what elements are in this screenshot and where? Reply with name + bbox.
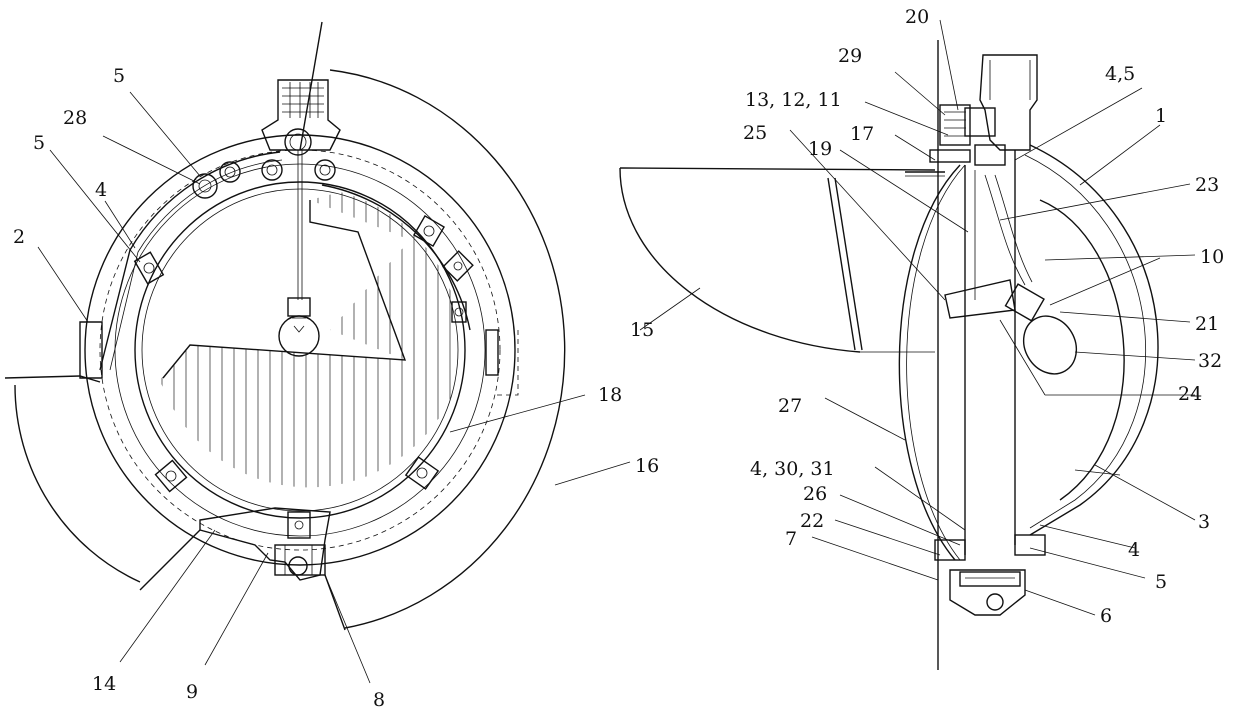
pole-line [299,21,323,151]
lens-profile-left-inner [906,164,966,561]
label-18: 18 [598,384,622,406]
label-19: 19 [808,138,832,160]
label-24: 24 [1178,383,1202,405]
label-2: 2 [13,226,25,248]
label-4: 4 [95,179,107,201]
gasket-strip-inner [109,159,283,371]
label-6: 6 [1100,605,1112,627]
bottom-base [934,534,1046,616]
housing-dashed-ring [99,149,501,551]
label-20: 20 [905,6,929,28]
label-5-top: 5 [113,65,125,87]
label-26: 26 [803,483,827,505]
label-1: 1 [1155,105,1167,127]
label-16: 16 [635,455,659,477]
label-4-5: 4,5 [1105,63,1135,85]
label-15: 15 [630,319,654,341]
bulb-icon [278,297,320,357]
cutaway-outline [162,200,407,379]
lens-ring [134,181,466,519]
housing-inner-ring [114,163,486,537]
label-3: 3 [1198,511,1210,533]
right-view [619,19,1196,670]
outer-reflector-arc [329,69,566,629]
top-hinge-inner [289,133,307,151]
wire-b [994,174,1033,283]
label-25: 25 [743,122,767,144]
bottom-latch [139,507,346,631]
lower-left-arc [14,384,141,583]
label-4-b: 4 [1128,539,1140,561]
lamp-socket [944,279,1045,322]
label-5-left: 5 [33,132,45,154]
left-leaders [37,91,631,684]
top-boss [261,79,341,151]
label-8: 8 [373,689,385,711]
label-29: 29 [838,45,862,67]
left-view [4,21,631,684]
strut-b [834,177,863,351]
strut-a [827,177,856,351]
right-leaders [639,19,1196,616]
label-28: 28 [63,107,87,129]
label-7: 7 [785,528,797,550]
label-21: 21 [1195,313,1219,335]
ring-clamps [133,215,519,493]
label-9: 9 [186,681,198,703]
wire-a [984,174,1026,286]
base-line [4,375,101,383]
housing-outer-ring [84,134,516,566]
label-32: 32 [1198,350,1222,372]
lens-inner-ring [141,188,459,512]
label-10: 10 [1200,246,1224,268]
label-4-30-31: 4, 30, 31 [750,458,835,480]
top-boss-thread [282,82,324,118]
gasket-strip [99,151,281,371]
left-labels: 5 28 5 4 2 18 16 14 9 8 [13,65,659,711]
top-clamp-assembly [905,104,1006,177]
upper-bolts [192,159,336,199]
reflector-quarter-arc [619,167,861,353]
reflector-chord [619,167,936,171]
label-23: 23 [1195,174,1219,196]
inner-reflector [1039,199,1125,501]
label-14: 14 [92,673,116,695]
label-17: 17 [850,123,874,145]
right-labels: 20 29 4,5 13, 12, 11 1 17 25 19 23 10 15… [630,6,1224,627]
bulb-icon-section [1022,315,1078,375]
label-27: 27 [778,395,802,417]
lens-profile-left [898,164,961,561]
housing-profile-right-b [1024,154,1146,529]
label-5-b: 5 [1155,571,1167,593]
label-22: 22 [800,510,824,532]
housing-profile-right [1029,144,1159,536]
right-gasket-strip [321,184,471,331]
label-13-12-11: 13, 12, 11 [745,89,842,111]
left-bracket [79,321,103,379]
